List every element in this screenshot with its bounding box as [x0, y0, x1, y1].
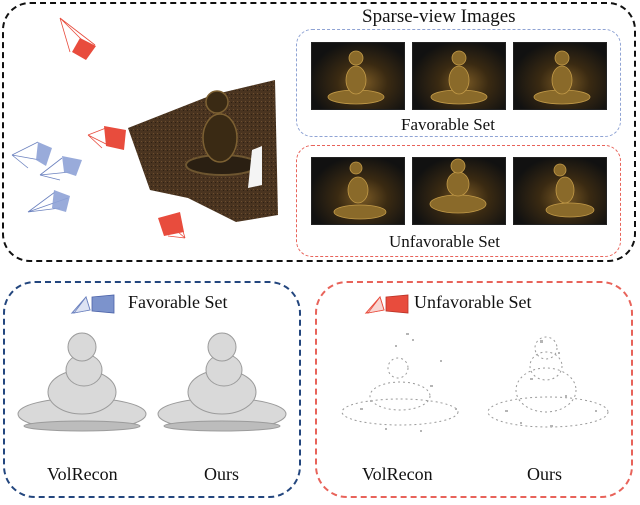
statue-head — [205, 90, 229, 114]
favorable-camera-2 — [39, 156, 82, 181]
favorable-legend-label: Favorable Set — [128, 292, 228, 312]
favorable-result-panel — [3, 281, 301, 498]
unfavorable-legend-label: Unfavorable Set — [414, 292, 532, 312]
unfavorable-method-ours: Ours — [527, 464, 562, 484]
favorable-images-box — [296, 29, 621, 137]
unfavorable-camera-2 — [87, 126, 126, 150]
sparse-view-title: Sparse-view Images — [362, 6, 516, 27]
unfavorable-method-volrecon: VolRecon — [362, 464, 433, 484]
unfavorable-result-panel — [315, 281, 633, 498]
unfavorable-legend-icon — [364, 294, 409, 314]
unfavorable-camera-1 — [59, 17, 96, 60]
favorable-method-volrecon: VolRecon — [47, 464, 118, 484]
favorable-legend-icon — [70, 294, 115, 314]
scene-panel — [2, 2, 636, 262]
unfavorable-camera-3 — [158, 212, 186, 239]
favorable-images-caption: Favorable Set — [401, 115, 495, 134]
unfavorable-images-box — [296, 145, 621, 257]
unfavorable-images-caption: Unfavorable Set — [389, 232, 500, 251]
statue-body — [202, 113, 238, 163]
favorable-method-ours: Ours — [204, 464, 239, 484]
point-cloud-ground — [128, 80, 278, 222]
favorable-camera-3 — [27, 190, 70, 213]
favorable-camera-1 — [11, 141, 52, 169]
